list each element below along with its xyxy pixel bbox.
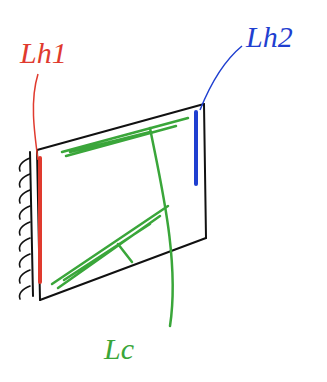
wall-hatching: [19, 158, 30, 299]
edge-marking: [52, 118, 188, 326]
plate-edge: [37, 104, 204, 150]
leader-line: [118, 244, 132, 262]
hatch-stroke: [19, 254, 30, 267]
plate-edge: [204, 104, 206, 238]
hatch-stroke: [19, 174, 30, 187]
top-edge-marking: [62, 118, 188, 156]
leader-line: [150, 128, 173, 326]
plate-edge: [37, 150, 40, 300]
red-label: Lh1: [20, 38, 67, 68]
plate-edge: [40, 238, 206, 300]
hatch-stroke: [19, 270, 30, 283]
hatch-stroke: [19, 206, 30, 219]
hatch-stroke: [19, 238, 30, 251]
red-edge-marking: [38, 158, 42, 282]
hatch-stroke: [19, 190, 30, 203]
blue-label: Lh2: [246, 22, 293, 52]
bottom-edge-marking: [52, 206, 168, 288]
hatch-stroke: [19, 222, 30, 235]
hatch-stroke: [19, 286, 30, 299]
hatch-stroke: [19, 158, 30, 171]
leader-line: [200, 46, 242, 110]
leader-line: [33, 74, 38, 160]
green-label: Lc: [104, 334, 134, 364]
plate-outline: [30, 104, 206, 300]
blue-edge-marking: [194, 112, 198, 184]
